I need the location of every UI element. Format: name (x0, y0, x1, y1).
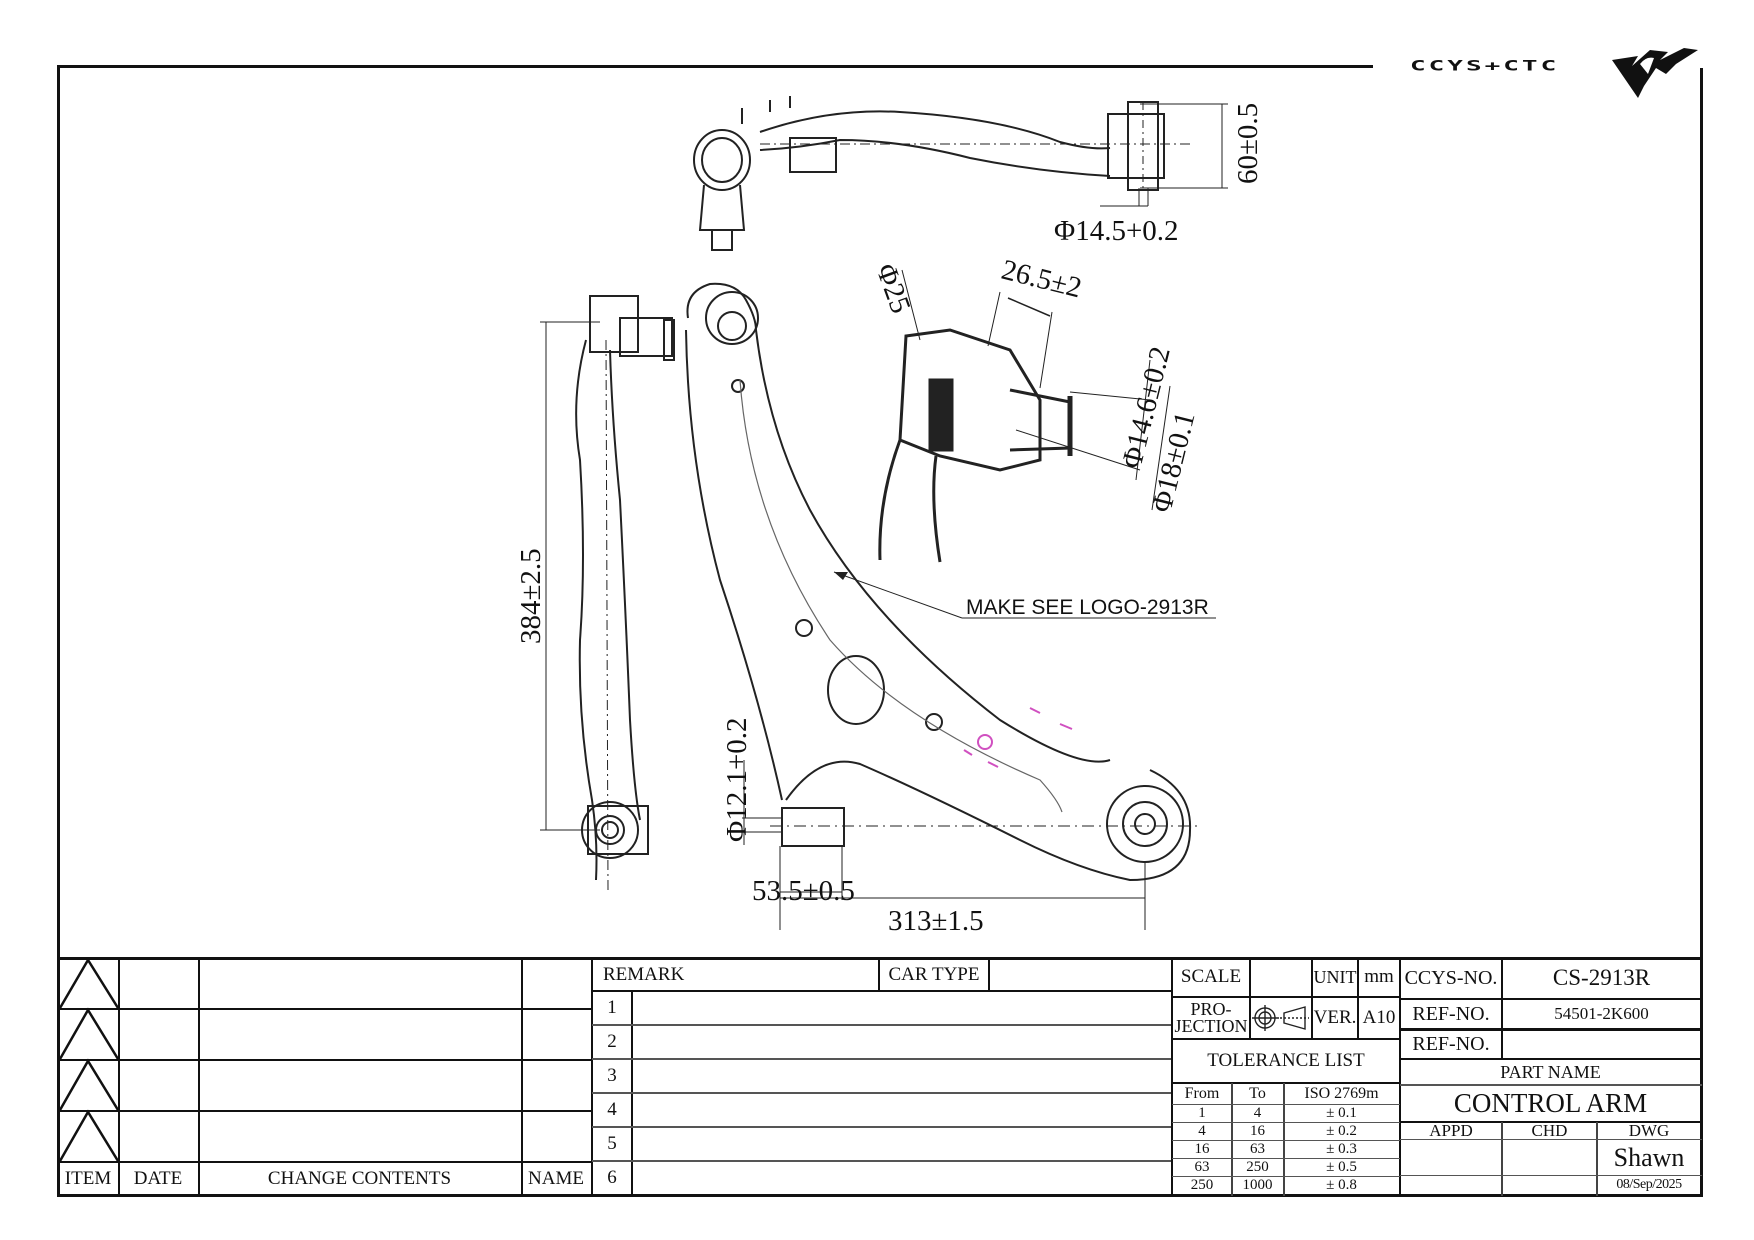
tolerance-value: ± 0.5 (1326, 1159, 1357, 1175)
frame-border-right (1700, 68, 1703, 1197)
ref-no-label-1: REF-NO. (1412, 1002, 1490, 1025)
company-logo: CCYS+CTC (1410, 46, 1700, 102)
dim-ball-joint-dia: Φ25 (869, 259, 916, 317)
revision-triangle-icon (59, 1109, 119, 1162)
part-name-label: PART NAME (1500, 1061, 1601, 1082)
appd-value (1401, 1140, 1501, 1175)
plan-view (685, 282, 1200, 930)
tolerance-list-title: TOLERANCE LIST (1207, 1050, 1365, 1071)
tolerance-from: 250 (1190, 1177, 1214, 1193)
dim-ball-joint-length: 26.5±2 (998, 254, 1085, 305)
tolerance-from: 1 (1198, 1105, 1206, 1121)
tolerance-value: ± 0.1 (1326, 1105, 1357, 1121)
ccys-no-value: CS-2913R (1552, 965, 1651, 990)
projection-label: PRO- JECTION (1173, 998, 1249, 1038)
unit-label: UNIT (1313, 966, 1357, 987)
revision-triangle-icon (59, 1058, 119, 1111)
remark-row-number: 5 (607, 1133, 617, 1154)
third-angle-projection-icon (1252, 1005, 1309, 1031)
frame-border-top (58, 65, 1373, 68)
dim-top-bore: Φ14.5+0.2 (1054, 215, 1179, 247)
ref-no-value-2 (1503, 1031, 1700, 1058)
dwg-value: Shawn (1613, 1142, 1685, 1172)
dim-top-height: 60±0.5 (1232, 103, 1264, 184)
chd-value (1503, 1140, 1596, 1175)
revision-triangle-icon (59, 1007, 119, 1060)
dim-overall-width: 313±1.5 (888, 905, 984, 937)
revision-header-name: NAME (528, 1168, 584, 1189)
car-type-value[interactable] (990, 958, 1170, 991)
tolerance-to: 4 (1253, 1105, 1262, 1121)
logo-mark-hints (963, 707, 1073, 768)
top-view (693, 96, 1228, 251)
tolerance-value: ± 0.3 (1326, 1141, 1357, 1157)
tolerance-to: 16 (1250, 1123, 1265, 1139)
chd-label: CHD (1531, 1120, 1568, 1140)
scale-value (1251, 958, 1311, 996)
dim-front-bore: Φ12.1+0.2 (721, 717, 753, 842)
revision-header-date: DATE (133, 1168, 183, 1189)
tolerance-value: ± 0.8 (1326, 1177, 1357, 1193)
logo-note: MAKE SEE LOGO-2913R (966, 596, 1209, 619)
ref-no-label-2: REF-NO. (1412, 1033, 1490, 1055)
dim-front-bushing-width: 53.5±0.5 (752, 875, 855, 907)
logo-text: CCYS+CTC (1410, 58, 1560, 75)
appd-label: APPD (1429, 1120, 1473, 1140)
remark-row-number: 2 (607, 1031, 617, 1052)
ccys-no-label: CCYS-NO. (1404, 966, 1498, 989)
drawing-date: 08/Sep/2025 (1616, 1177, 1682, 1192)
tolerance-from: 16 (1194, 1141, 1210, 1157)
ball-joint-detail (878, 269, 1171, 563)
frame-border-bottom (57, 1194, 1703, 1197)
dwg-label: DWG (1628, 1120, 1670, 1140)
remark-row-number: 3 (607, 1065, 617, 1086)
tolerance-from: 4 (1198, 1123, 1206, 1139)
tolerance-to: 250 (1246, 1159, 1269, 1175)
tolerance-header-to: To (1249, 1084, 1266, 1102)
revision-triangles (59, 959, 119, 1162)
ver-value: A10 (1362, 1007, 1396, 1028)
projection-label-line1: PRO- (1190, 999, 1232, 1019)
side-view (540, 295, 675, 891)
ref-no-value-1: 54501-2K600 (1554, 1004, 1649, 1023)
dim-side-length: 384±2.5 (515, 548, 547, 644)
remark-row-number: 4 (607, 1099, 617, 1120)
tolerance-from: 63 (1194, 1159, 1210, 1175)
ver-label: VER. (1313, 1007, 1357, 1028)
control-arm-drawing: 60±0.5 Φ14.5+0.2 Φ25 26.5±2 Φ14.6±0.2 Φ1… (515, 96, 1264, 937)
remark-row-number: 6 (607, 1167, 617, 1188)
projection-symbol (1251, 998, 1311, 1038)
car-type-label: CAR TYPE (888, 963, 980, 985)
revision-triangle-icon (59, 959, 119, 1009)
unit-value: mm (1364, 966, 1394, 987)
part-name-value: CONTROL ARM (1453, 1087, 1648, 1118)
revision-header-item: ITEM (64, 1168, 112, 1189)
frame-border-left (57, 65, 60, 1197)
tolerance-header-from: From (1184, 1084, 1220, 1102)
scale-label: SCALE (1180, 966, 1242, 987)
tolerance-to: 63 (1250, 1141, 1265, 1157)
remark-row-number: 1 (607, 997, 617, 1018)
ccys-ctc-wing-logo-icon (1612, 48, 1698, 98)
projection-label-line2: JECTION (1174, 1016, 1248, 1036)
tolerance-value: ± 0.2 (1326, 1123, 1357, 1139)
tolerance-header-iso: ISO 2769m (1304, 1084, 1379, 1102)
revision-header-change: CHANGE CONTENTS (267, 1168, 452, 1189)
title-block-top-border (58, 957, 1703, 960)
tolerance-to: 1000 (1242, 1177, 1273, 1193)
remark-label: REMARK (603, 963, 685, 985)
